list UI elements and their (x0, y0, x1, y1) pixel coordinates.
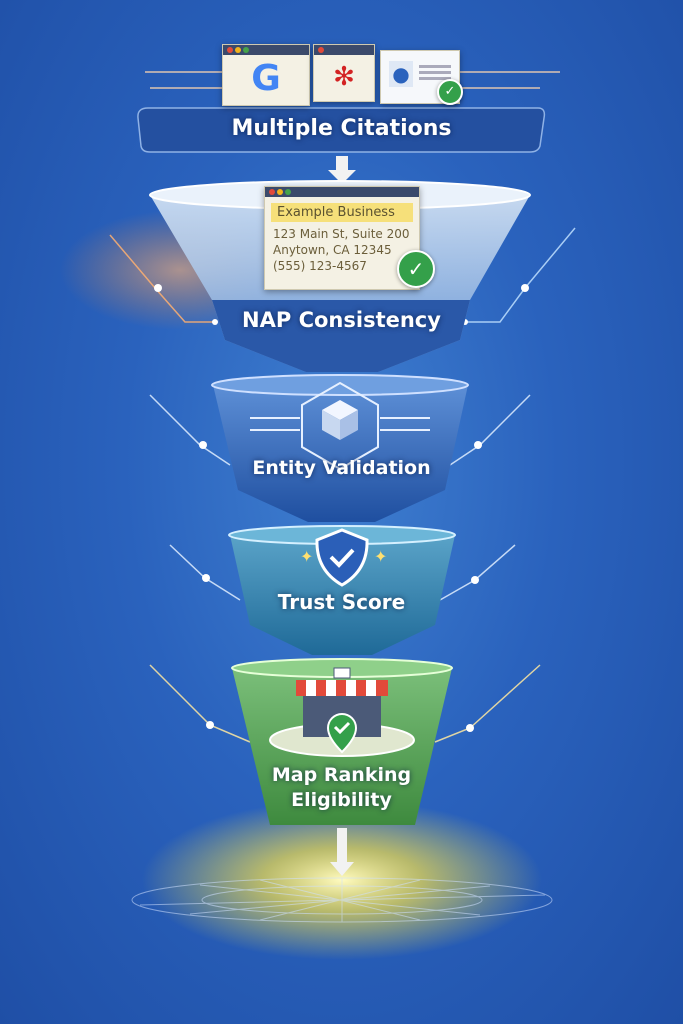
stage-label-map-line1: Map Ranking (271, 764, 412, 786)
sparkle-icon: ✦ (300, 547, 313, 566)
yelp-citation-card: ✻ (313, 44, 375, 102)
business-name: Example Business (271, 203, 413, 222)
cube-network-icon (250, 381, 430, 471)
person-icon: ● (389, 61, 413, 87)
stage-label-entity: Entity Validation (252, 457, 431, 479)
citations-banner (137, 107, 546, 153)
map-grid (131, 877, 553, 923)
check-icon: ✓ (397, 250, 435, 288)
yelp-icon: ✻ (333, 62, 355, 92)
google-icon: G (251, 58, 281, 99)
light-nodes (154, 284, 529, 732)
address-line1: 123 Main St, Suite 200 (273, 227, 410, 241)
google-citation-card: G (222, 44, 310, 106)
stage-label-citations: Multiple Citations (231, 116, 452, 141)
address-line2: Anytown, CA 12345 (273, 243, 392, 257)
nap-card: Example Business 123 Main St, Suite 200 … (264, 186, 420, 290)
storefront-map-pin-icon (269, 667, 415, 757)
sparkle-icon: ✦ (374, 547, 387, 566)
phone: (555) 123-4567 (273, 259, 367, 273)
stage-label-map-line2: Eligibility (291, 789, 392, 811)
stage-label-nap: NAP Consistency (242, 308, 441, 332)
shield-check-icon: ✦ ✦ (300, 528, 387, 587)
business-id-card-icon: ● ✓ (380, 50, 463, 105)
stage-label-trust: Trust Score (277, 590, 406, 614)
funnel-trust (230, 535, 455, 655)
check-icon: ✓ (437, 79, 463, 105)
funnel-entity (213, 385, 468, 522)
